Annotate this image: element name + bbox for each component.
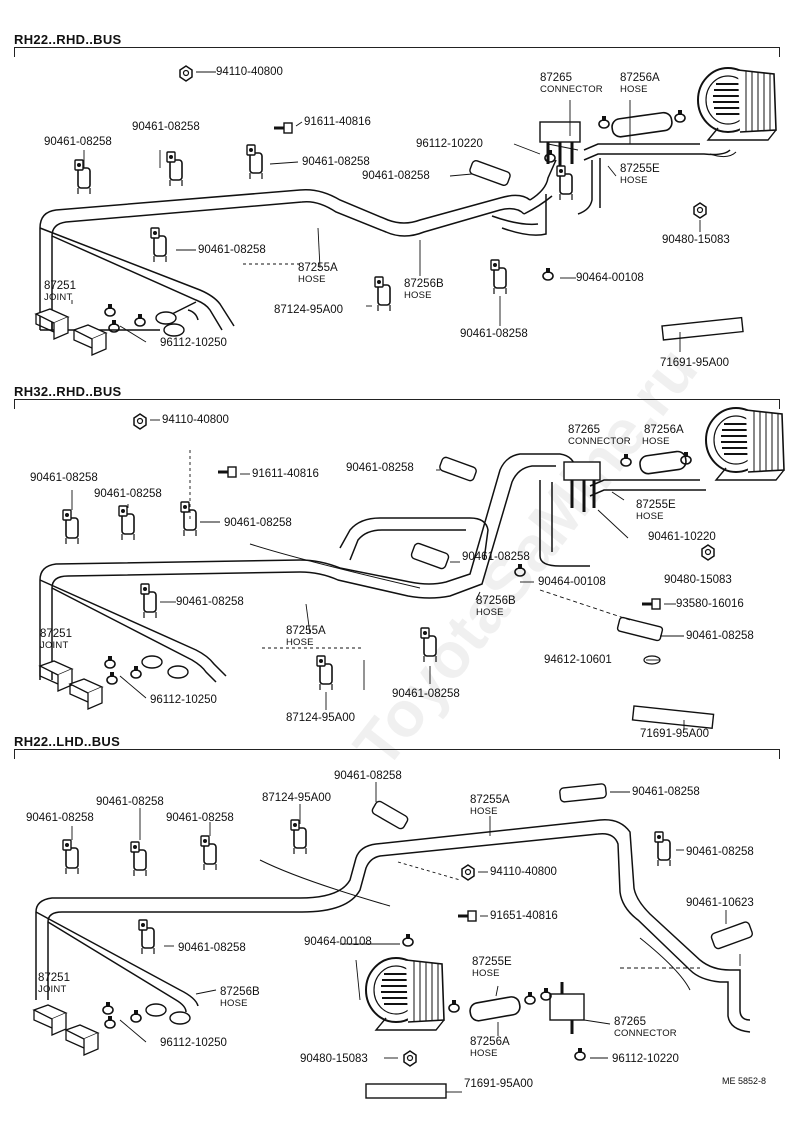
- clip-label: 90461-08258: [30, 472, 98, 484]
- part-87124-label: 87124-95A00: [262, 792, 332, 804]
- part-71691-label: 71691-95A00: [640, 728, 710, 740]
- part-90464-label: 90464-00108: [538, 576, 606, 588]
- part-71691-label: 71691-95A00: [660, 357, 730, 369]
- clip-label: 90461-08258: [132, 121, 200, 133]
- part-90480-label: 90480-15083: [300, 1053, 368, 1065]
- part-91611-label: 91611-40816: [304, 116, 371, 128]
- section-rule: [14, 399, 780, 400]
- part-96112-10220-label: 96112-10220: [416, 138, 483, 150]
- clip-label: 90461-08258: [686, 846, 754, 858]
- clip-label: 90461-08258: [166, 812, 234, 824]
- part-90461-10623-label: 90461-10623: [686, 897, 754, 909]
- part-91611-label: 91611-40816: [252, 468, 319, 480]
- clip-label: 90461-08258: [96, 796, 164, 808]
- part-71691-label: 71691-95A00: [464, 1078, 534, 1090]
- section-title-rh32-rhd: RH32..RHD..BUS: [14, 384, 122, 399]
- part-96112-10250-label: 96112-10250: [150, 694, 217, 706]
- part-90464-label: 90464-00108: [576, 272, 644, 284]
- clip-label: 90461-08258: [94, 488, 162, 500]
- section-rule: [14, 749, 780, 750]
- clip-label: 90461-08258: [334, 770, 402, 782]
- part-90464-label: 90464-00108: [304, 936, 372, 948]
- section-rule-tick: [14, 47, 15, 57]
- clip-label: 90461-08258: [362, 170, 430, 182]
- page-code: ME 5852-8: [721, 1076, 766, 1086]
- part-96112-10250-label: 96112-10250: [160, 1037, 227, 1049]
- part-90461-10220-label: 90461-10220: [648, 531, 716, 543]
- section-rule-tick: [779, 47, 780, 57]
- clip-label: 90461-08258: [176, 596, 244, 608]
- clip-label: 90461-08258: [44, 136, 112, 148]
- part-93580-label: 93580-16016: [676, 598, 744, 610]
- clip-label: 90461-08258: [224, 517, 292, 529]
- clip-label: 90461-08258: [392, 688, 460, 700]
- part-94110-label: 94110-40800: [216, 66, 283, 78]
- clip-label: 90461-08258: [178, 942, 246, 954]
- section-title-rh22-lhd: RH22..LHD..BUS: [14, 734, 121, 749]
- clip-label: 90461-08258: [462, 551, 530, 563]
- section-rule-tick: [779, 749, 780, 759]
- part-91651-label: 91651-40816: [490, 910, 558, 922]
- section-title-rh22-rhd: RH22..RHD..BUS: [14, 32, 122, 47]
- section-rule-tick: [779, 399, 780, 409]
- part-94110-label: 94110-40800: [162, 414, 229, 426]
- part-96112-10220-label: 96112-10220: [612, 1053, 679, 1065]
- part-90480-label: 90480-15083: [664, 574, 732, 586]
- section-rule-tick: [14, 749, 15, 759]
- part-87124-label: 87124-95A00: [286, 712, 356, 724]
- section-rule-tick: [14, 399, 15, 409]
- clip-label: 90461-08258: [686, 630, 754, 642]
- clip-label: 90461-08258: [632, 786, 700, 798]
- part-87124-label: 87124-95A00: [274, 304, 344, 316]
- part-96112-10250-label: 96112-10250: [160, 337, 227, 349]
- part-94612-label: 94612-10601: [544, 654, 612, 666]
- clip-label: 90461-08258: [460, 328, 528, 340]
- clip-label: 90461-08258: [302, 156, 370, 168]
- clip-label: 90461-08258: [198, 244, 266, 256]
- section-rule: [14, 47, 780, 48]
- clip-label: 90461-08258: [26, 812, 94, 824]
- clip-label: 90461-08258: [346, 462, 414, 474]
- part-90480-label: 90480-15083: [662, 234, 730, 246]
- part-94110-label: 94110-40800: [490, 866, 557, 878]
